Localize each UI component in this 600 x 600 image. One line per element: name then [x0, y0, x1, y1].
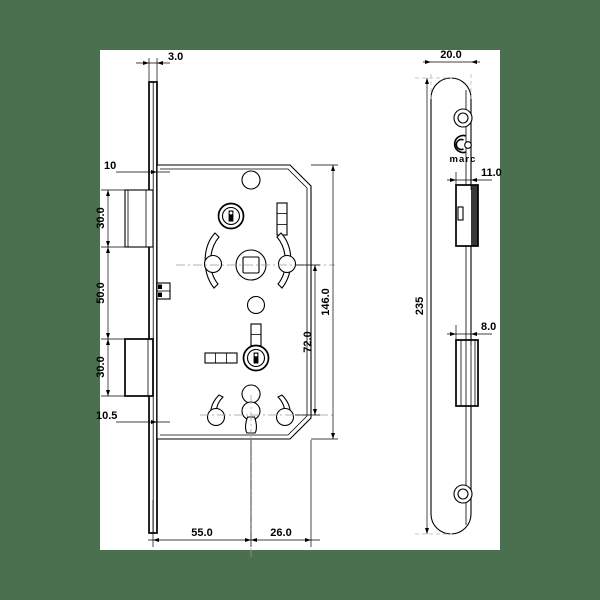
dimension-faceplate-thickness: 3.0 — [136, 51, 183, 86]
dead-bolt — [124, 338, 154, 397]
dead-bolt-side — [455, 339, 479, 407]
anti-thrust-trigger — [156, 282, 171, 300]
dimension-label-146-0: 146.0 — [320, 288, 332, 316]
spring-arm-upper-left — [203, 232, 223, 289]
latch-bolt — [124, 189, 154, 248]
faceplate-strip — [148, 81, 158, 534]
dimension-forend-width: 20.0 — [423, 49, 480, 100]
dimension-label-8-0: 8.0 — [481, 321, 496, 333]
dimension-centre-distance: 72.0 — [295, 264, 320, 416]
latch-bolt-side — [455, 184, 479, 247]
upper-slot-plate — [276, 202, 288, 236]
dimension-label-26-0: 26.0 — [270, 527, 291, 539]
horizontal-slot-plate — [204, 352, 238, 364]
dimension-label-235: 235 — [414, 297, 426, 315]
dimension-label-72-0: 72.0 — [302, 331, 314, 352]
screw-hole — [241, 170, 261, 190]
dimension-case-height: 146.0 — [311, 164, 338, 440]
brand-label: marc — [449, 154, 476, 165]
keyhole-profile — [241, 384, 261, 434]
dimension-label-10-5: 10.5 — [96, 410, 117, 422]
dimension-backset-chain: 55.0 26.0 — [148, 440, 320, 547]
front-section-view — [124, 81, 335, 560]
forend-screw-hole-bottom — [453, 484, 473, 504]
lock-case-body — [156, 164, 312, 440]
dimension-top-offset: 10 — [104, 160, 170, 178]
spring-arm-upper-right — [276, 232, 297, 289]
side-view-dimensions: 20.0 235 11.0 8.0 — [414, 49, 502, 535]
dimension-label-11-0: 11.0 — [481, 167, 502, 179]
upper-cylinder-hole — [217, 202, 245, 230]
lower-cylinder-hole — [242, 344, 270, 372]
marc-logo-icon: marc — [449, 134, 476, 165]
faceplate-side-view: marc — [430, 77, 479, 535]
dimension-label-20-0: 20.0 — [440, 49, 461, 61]
front-view-dimensions: 3.0 10 30.0 50.0 30.0 — [95, 51, 338, 547]
dimension-label-10: 10 — [104, 160, 116, 172]
dimension-chain-vertical: 30.0 50.0 30.0 — [95, 189, 130, 397]
dimension-label-50: 50.0 — [95, 282, 107, 303]
dimension-label-30-upper: 30.0 — [95, 207, 107, 228]
dimension-label-3-0: 3.0 — [168, 51, 183, 63]
dimension-deadbolt-width: 8.0 — [447, 321, 496, 345]
dimension-bottom-offset: 10.5 — [96, 410, 170, 440]
dimension-label-30-lower: 30.0 — [95, 356, 107, 377]
forend-screw-hole-top — [453, 108, 473, 128]
dimension-latch-width: 11.0 — [447, 167, 502, 190]
screw-hole-mid — [246, 295, 266, 315]
dimension-forend-length: 235 — [414, 77, 452, 535]
dimension-label-55-0: 55.0 — [191, 527, 212, 539]
